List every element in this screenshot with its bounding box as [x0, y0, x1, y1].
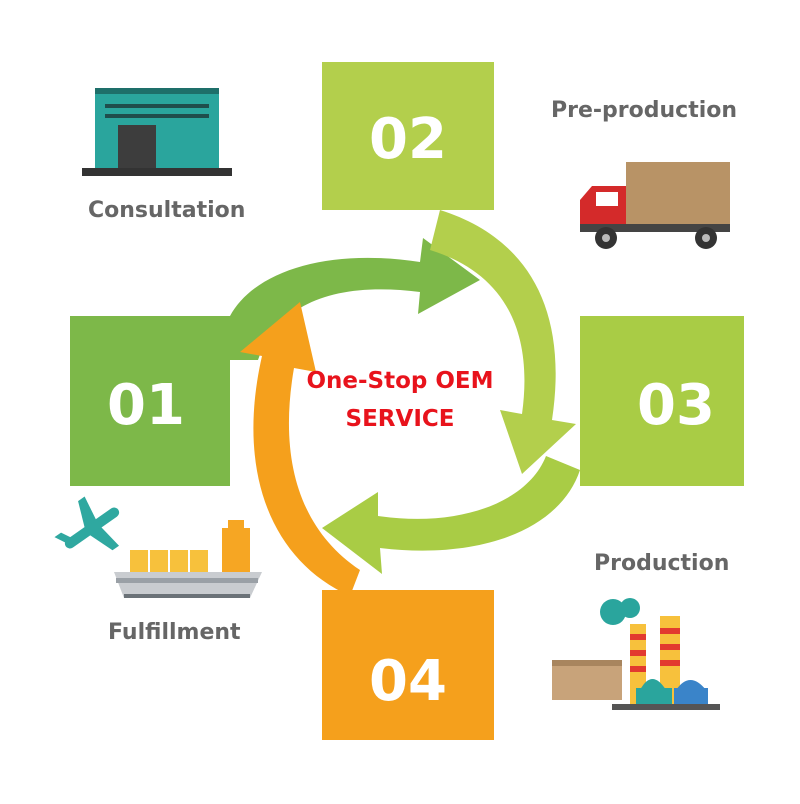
- step-01-block: 01: [70, 316, 230, 486]
- step-03-number: 03: [637, 373, 715, 438]
- arrow-02-to-03: [430, 210, 576, 474]
- step-04-block: 04: [322, 590, 494, 740]
- center-title-line1: One-Stop OEM: [306, 368, 494, 394]
- center-title: One-Stop OEM SERVICE: [280, 362, 520, 438]
- airplane-icon: [54, 496, 120, 551]
- warehouse-icon: [82, 88, 232, 176]
- arrow-03-to-04: [322, 456, 580, 574]
- label-production: Production: [594, 551, 730, 576]
- arrow-04-to-01: [240, 302, 360, 596]
- label-pre-production: Pre-production: [551, 98, 738, 123]
- arrow-01-to-02: [230, 238, 480, 360]
- center-title-line2: SERVICE: [345, 406, 455, 432]
- step-04-number: 04: [369, 649, 447, 714]
- factory-icon: [552, 598, 720, 710]
- step-02-block: 02: [322, 62, 494, 210]
- step-01-number: 01: [107, 373, 185, 438]
- label-fulfillment: Fulfillment: [108, 620, 241, 645]
- step-02-number: 02: [369, 107, 447, 172]
- label-consultation: Consultation: [88, 198, 246, 223]
- delivery-truck-icon: [580, 162, 730, 249]
- cargo-ship-icon: [114, 520, 262, 598]
- step-03-block: 03: [580, 316, 744, 486]
